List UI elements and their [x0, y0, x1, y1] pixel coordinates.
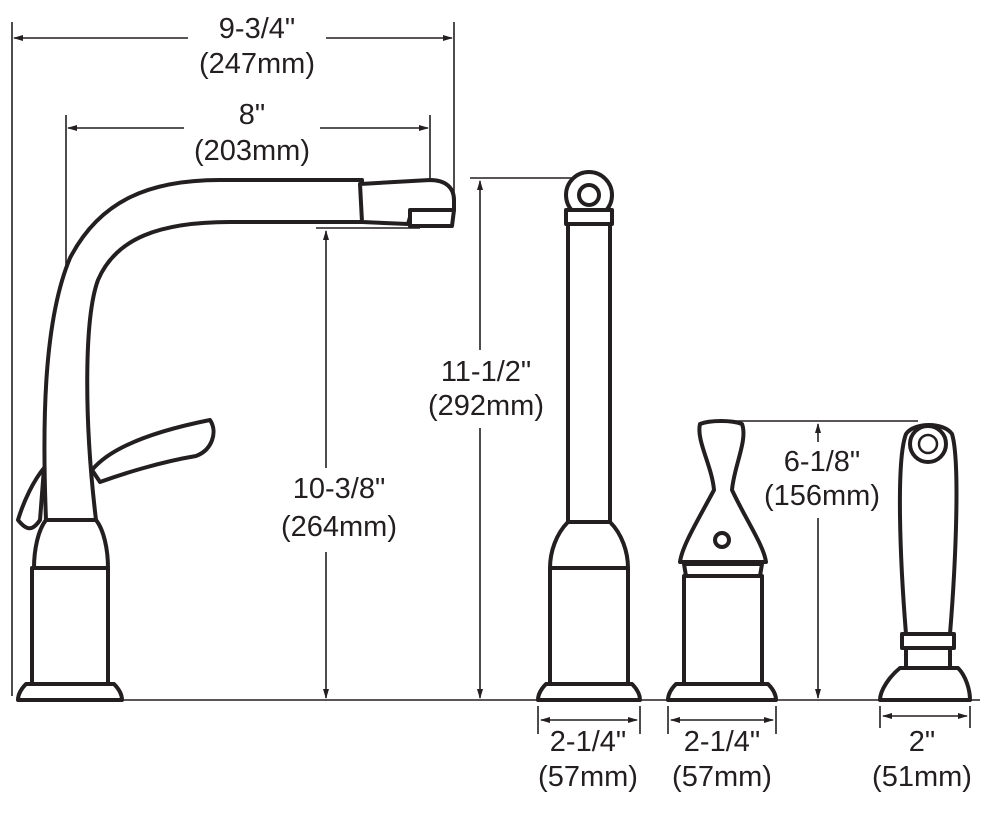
spray-holder — [904, 646, 952, 670]
dimension-labels: 9-3/4" (247mm) 8" (203mm) 10-3/8" (264mm… — [194, 13, 972, 793]
faucet-escutcheon — [16, 682, 124, 702]
column-cap-center — [577, 183, 601, 207]
label-spray-width-metric: (51mm) — [872, 761, 972, 793]
side-handle-front — [666, 419, 778, 702]
faucet-spout — [42, 178, 364, 522]
label-overall-reach: 9-3/4" — [219, 13, 295, 45]
label-spout-clearance-metric: (264mm) — [281, 511, 397, 543]
label-faucet-height: 11-1/2" — [441, 356, 531, 388]
handle-screw — [713, 531, 731, 549]
label-overall-reach-metric: (247mm) — [199, 48, 315, 80]
handle-base — [682, 574, 764, 686]
label-handle-width: 2-1/4" — [684, 726, 760, 758]
column-collar — [548, 520, 630, 570]
label-handle-height-metric: (156mm) — [764, 480, 880, 512]
column-band — [564, 208, 614, 226]
dimension-lines — [11, 22, 980, 734]
label-spout-reach: 8" — [239, 99, 265, 131]
side-spray — [878, 423, 972, 702]
handle-escutcheon — [666, 682, 778, 702]
main-faucet — [16, 178, 456, 702]
label-spout-reach-metric: (203mm) — [194, 135, 310, 167]
faucet-base — [30, 566, 110, 686]
aerator — [408, 208, 456, 228]
handle-lever — [678, 419, 768, 564]
label-handle-height: 6-1/8" — [784, 446, 860, 478]
column-escutcheon — [536, 682, 642, 702]
label-spray-width: 2" — [909, 726, 935, 758]
label-column-width: 2-1/4" — [550, 726, 626, 758]
faucet-collar — [32, 518, 110, 570]
label-column-width-metric: (57mm) — [538, 761, 638, 793]
faucet-column-front — [536, 170, 642, 702]
spray-escutcheon — [878, 666, 972, 702]
label-faucet-height-metric: (292mm) — [428, 390, 544, 422]
spray-body — [897, 423, 959, 636]
column-tube — [566, 222, 612, 524]
label-spout-clearance: 10-3/8" — [293, 473, 386, 505]
lever-tail — [16, 466, 46, 531]
lever-handle — [90, 418, 216, 484]
column-base — [548, 566, 630, 686]
spray-nozzle-inner — [917, 433, 939, 455]
label-handle-width-metric: (57mm) — [672, 761, 772, 793]
spray-nozzle — [908, 424, 948, 464]
spray-ring — [900, 632, 956, 650]
